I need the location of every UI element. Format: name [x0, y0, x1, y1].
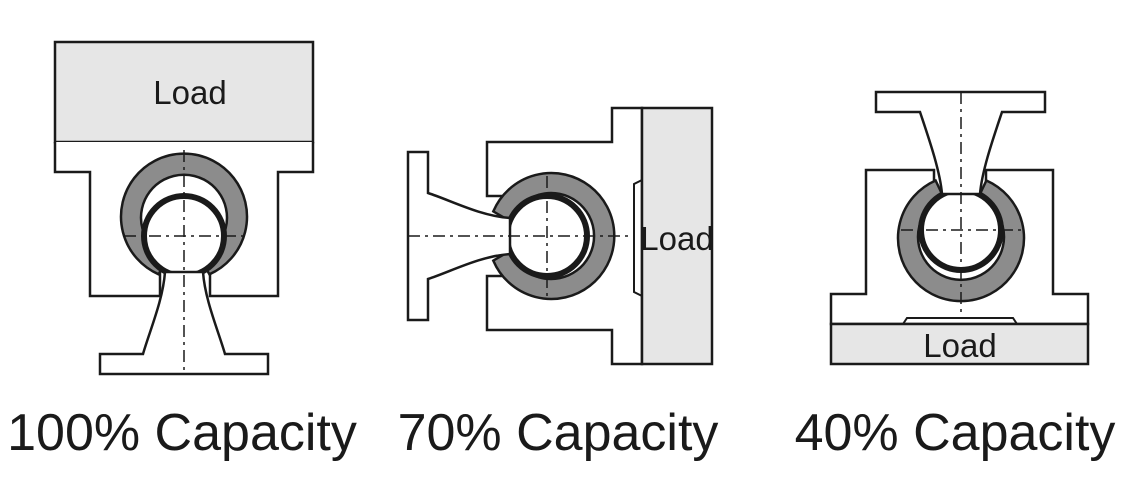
diagram-70-capacity: Load 70% Capacity: [398, 106, 719, 462]
bearing-ring: [119, 152, 249, 276]
load-label: Load: [640, 220, 713, 257]
capacity-caption: 70% Capacity: [398, 404, 719, 462]
diagram-100-capacity: Load 100% Capacity: [7, 40, 357, 462]
load-block: [640, 106, 714, 366]
load-block: [829, 322, 1090, 366]
bearing-ring: [491, 171, 616, 301]
load-label: Load: [923, 327, 996, 364]
capacity-caption: 40% Capacity: [795, 404, 1116, 462]
capacity-caption: 100% Capacity: [7, 404, 357, 462]
load-label: Load: [153, 74, 226, 111]
diagram-40-capacity: Load 40% Capacity: [795, 90, 1116, 462]
load-block: [53, 40, 315, 144]
bearing-ring: [896, 178, 1026, 303]
shaft-support: [98, 270, 270, 376]
